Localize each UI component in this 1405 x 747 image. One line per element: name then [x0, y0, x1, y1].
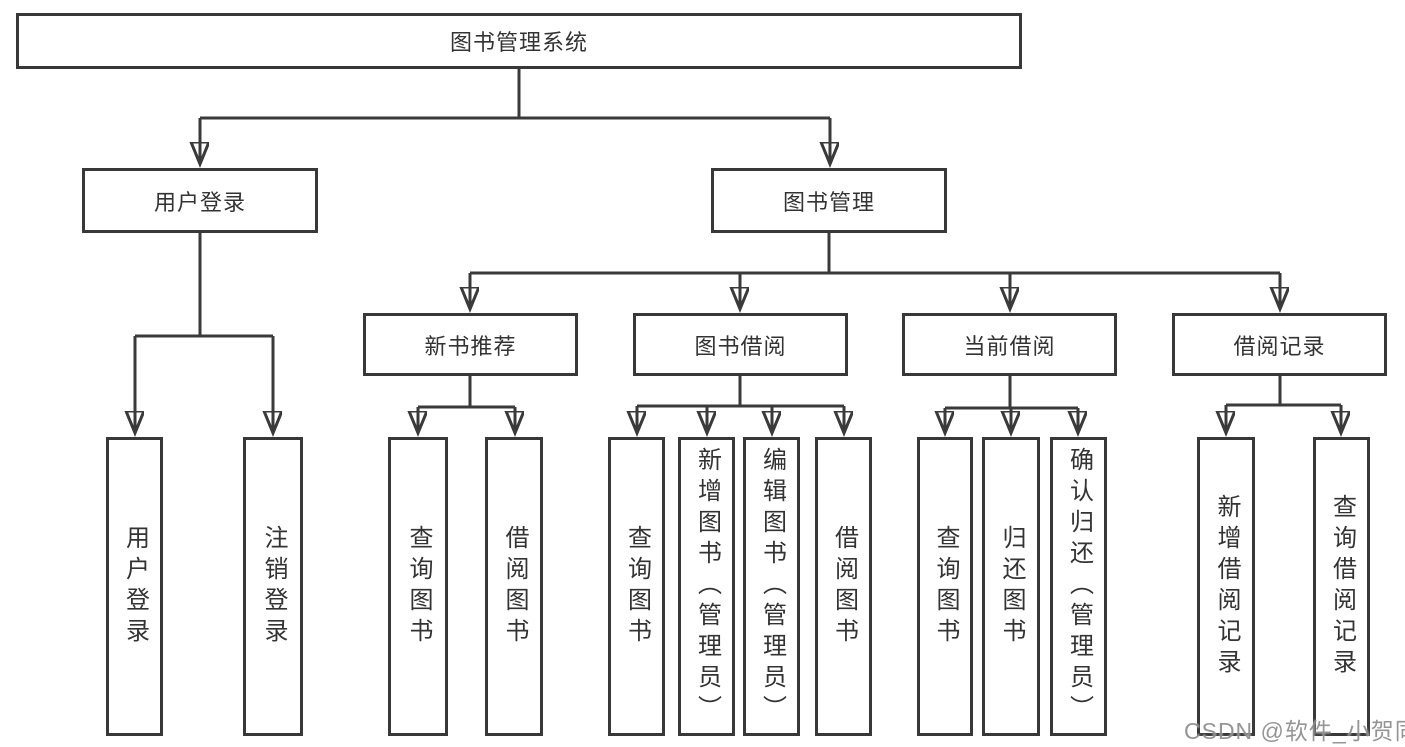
leaf-query-books-current: 查询图书: [917, 437, 973, 736]
node-label: 借阅图书: [830, 524, 858, 649]
node-new-book-recommend: 新书推荐: [363, 313, 578, 376]
node-label: 用户登录: [121, 524, 149, 649]
leaf-user-login: 用户登录: [106, 437, 163, 736]
node-label: 新书推荐: [424, 333, 517, 359]
node-root-system: 图书管理系统: [16, 13, 1022, 69]
node-label: 图书管理系统: [449, 30, 588, 55]
leaf-return-book: 归还图书: [982, 437, 1040, 736]
leaf-add-book-admin: 新增图书（管理员）: [678, 437, 735, 736]
leaf-query-borrow-record: 查询借阅记录: [1313, 437, 1370, 736]
leaf-borrow-books-recommend: 借阅图书: [485, 437, 543, 736]
node-label: 借阅图书: [501, 524, 528, 649]
node-label: 归还图书: [998, 524, 1025, 649]
node-label: 确认归还（管理员）: [1065, 447, 1093, 726]
leaf-query-books-borrowing: 查询图书: [608, 437, 665, 736]
node-label: 查询借阅记录: [1328, 493, 1356, 680]
node-label: 注销登录: [260, 524, 287, 649]
node-book-management-branch: 图书管理: [711, 168, 947, 233]
leaf-confirm-return-admin: 确认归还（管理员）: [1050, 437, 1107, 736]
node-label: 图书管理: [782, 189, 875, 215]
node-current-borrowing: 当前借阅: [902, 313, 1117, 376]
node-label: 借阅记录: [1233, 333, 1326, 359]
node-borrowing-records: 借阅记录: [1172, 313, 1387, 376]
node-label: 查询图书: [623, 524, 651, 649]
node-label: 新增借阅记录: [1213, 493, 1240, 680]
leaf-borrow-books-borrowing: 借阅图书: [815, 437, 872, 736]
node-user-login-branch: 用户登录: [82, 168, 318, 233]
node-label: 当前借阅: [963, 333, 1056, 359]
node-label: 查询图书: [932, 524, 959, 649]
csdn-watermark: CSDN @软件_小贺同学: [1184, 718, 1405, 744]
node-label: 用户登录: [153, 189, 246, 215]
node-label: 编辑图书（管理员）: [758, 447, 786, 726]
leaf-edit-book-admin: 编辑图书（管理员）: [743, 437, 800, 736]
node-label: 查询图书: [405, 524, 432, 649]
node-label: 图书借阅: [694, 333, 787, 359]
node-book-borrowing: 图书借阅: [633, 313, 848, 376]
tree-lines: [135, 69, 1341, 410]
node-label: 新增图书（管理员）: [693, 447, 721, 726]
leaf-logout: 注销登录: [243, 437, 303, 736]
leaf-query-books-recommend: 查询图书: [388, 437, 448, 736]
tree-arrows: [135, 118, 1341, 432]
leaf-add-borrow-record: 新增借阅记录: [1197, 437, 1255, 736]
